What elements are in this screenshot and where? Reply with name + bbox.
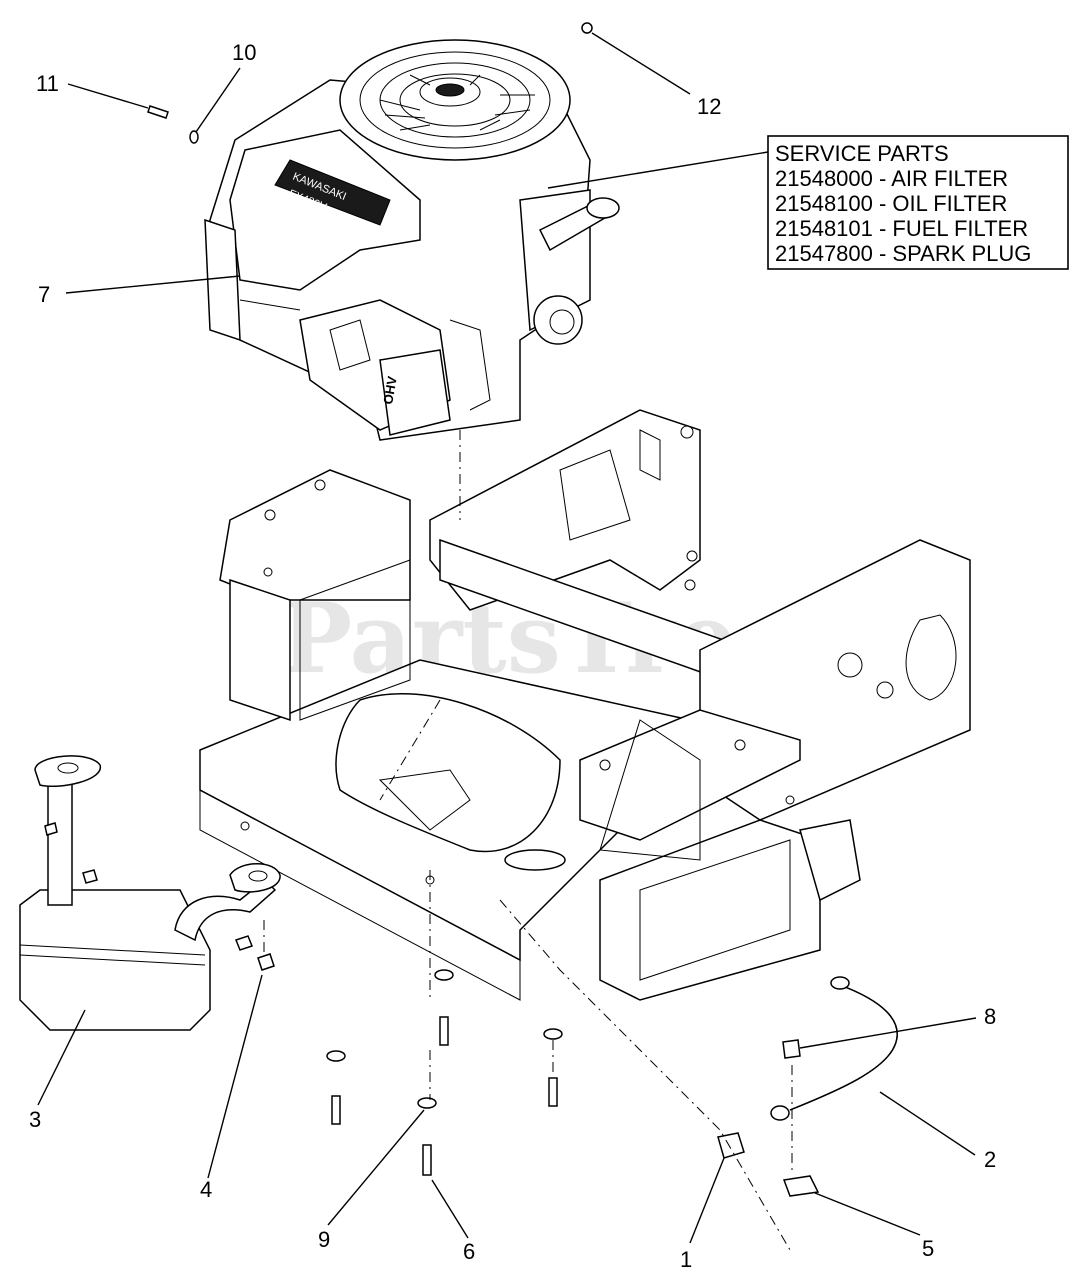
- callout-1: 1: [680, 1247, 692, 1272]
- callout-5: 5: [922, 1236, 934, 1261]
- callout-10: 10: [232, 40, 256, 65]
- callout-3: 3: [29, 1107, 41, 1132]
- leader-lines: [37, 32, 977, 1244]
- fuel-line: [770, 976, 898, 1121]
- muffler: [19, 755, 281, 1031]
- service-part-air-filter: 21548000 - AIR FILTER: [775, 166, 1008, 191]
- service-parts-border: [767, 135, 1069, 270]
- callout-8: 8: [984, 1004, 996, 1029]
- service-parts-box: SERVICE PARTS 21548000 - AIR FILTER 2154…: [767, 135, 1069, 270]
- center-lines: [263, 430, 793, 1251]
- service-part-fuel-filter: 21548101 - FUEL FILTER: [775, 216, 1028, 241]
- hardware: [44, 22, 820, 1197]
- engine: KAWASAKI FX480V OHV: [204, 39, 620, 441]
- service-part-oil-filter: 21548100 - OIL FILTER: [775, 191, 1007, 216]
- callout-12: 12: [697, 94, 721, 119]
- callout-9: 9: [318, 1227, 330, 1252]
- callout-2: 2: [984, 1147, 996, 1172]
- callout-6: 6: [463, 1239, 475, 1264]
- callout-7: 7: [38, 282, 50, 307]
- service-parts-title: SERVICE PARTS: [775, 141, 949, 166]
- callout-numbers: 11 10 12 7 3 4 9 6 1 5 2 8: [29, 40, 996, 1272]
- ohv-badge-text: OHV: [380, 375, 400, 406]
- service-part-spark-plug: 21547800 - SPARK PLUG: [775, 241, 1031, 266]
- callout-4: 4: [200, 1177, 212, 1202]
- callout-11: 11: [36, 71, 59, 96]
- chassis-frame: [199, 409, 971, 1001]
